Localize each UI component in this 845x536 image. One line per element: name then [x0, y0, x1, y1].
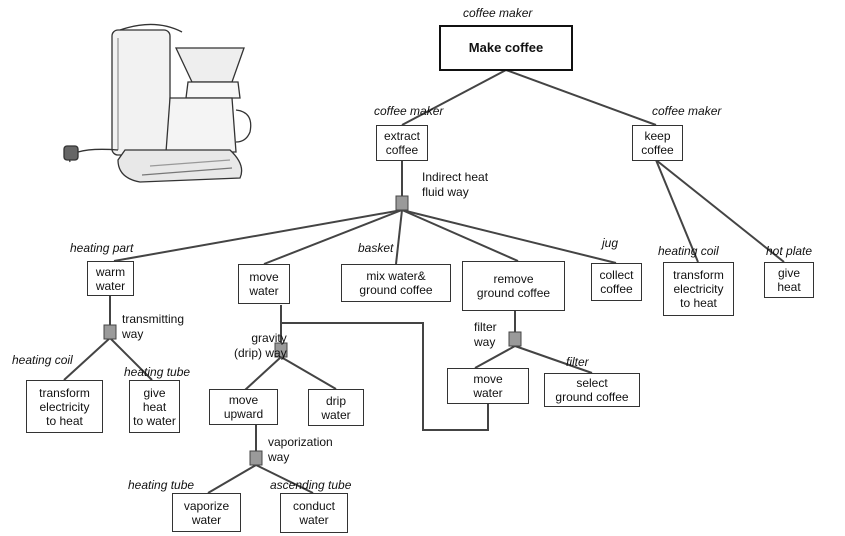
role-label-conduct: ascending tube	[270, 478, 352, 492]
connector-node-filter	[508, 331, 522, 347]
way-label-transmitting: transmitting way	[122, 312, 185, 341]
function-box-remove: remove ground coffee	[462, 261, 565, 311]
function-box-move-upward: move upward	[209, 389, 278, 425]
role-label-give-keep: hot plate	[766, 244, 813, 258]
connector-node-indirect	[395, 195, 409, 211]
role-label-transform-warm: heating coil	[12, 353, 73, 367]
function-box-vaporize-water: vaporize water	[172, 493, 241, 532]
function-box-conduct-water: conduct water	[280, 493, 348, 533]
connector-node-vaporization	[249, 450, 263, 466]
function-box-transform-warm: transform electricity to heat	[26, 380, 103, 433]
role-label-select: filter	[566, 355, 589, 369]
function-box-transform-keep: transform electricity to heat	[663, 262, 734, 316]
function-box-select: select ground coffee	[544, 373, 640, 407]
role-label-extract: coffee maker	[374, 104, 444, 118]
role-label-transform-keep: heating coil	[658, 244, 719, 258]
function-box-extract-coffee: extract coffee	[376, 125, 428, 161]
function-box-collect-coffee: collect coffee	[591, 263, 642, 301]
role-label-collect: jug	[602, 236, 619, 250]
role-label-give-warm: heating tube	[124, 365, 191, 379]
function-box-move-water-top: move water	[238, 264, 290, 304]
function-box-keep-coffee: keep coffee	[632, 125, 683, 161]
function-box-make-coffee: Make coffee	[439, 25, 573, 71]
role-label-vaporize: heating tube	[128, 478, 195, 492]
way-label-vaporization: vaporization way	[268, 435, 333, 464]
function-box-move-water-bottom: move water	[447, 368, 529, 404]
function-box-mix: mix water& ground coffee	[341, 264, 451, 302]
connector-node-gravity	[274, 342, 288, 358]
function-box-warm-water: warm water	[87, 261, 134, 296]
way-label-gravity: gravity (drip) way	[234, 331, 287, 360]
function-box-give-warm: give heat to water	[129, 380, 180, 433]
coffee-maker-illustration	[63, 23, 252, 183]
function-box-drip-water: drip water	[308, 389, 364, 426]
connector-node-transmitting	[103, 324, 117, 340]
role-label-root: coffee maker	[463, 6, 533, 20]
connector-lines	[63, 69, 785, 494]
function-box-give-keep: give heat	[764, 262, 814, 298]
way-label-filter: filter way	[474, 320, 497, 349]
way-label-indirect: Indirect heat fluid way	[422, 170, 489, 199]
role-label-keep: coffee maker	[652, 104, 722, 118]
role-label-mix: basket	[358, 241, 394, 255]
role-label-warm: heating part	[70, 241, 134, 255]
